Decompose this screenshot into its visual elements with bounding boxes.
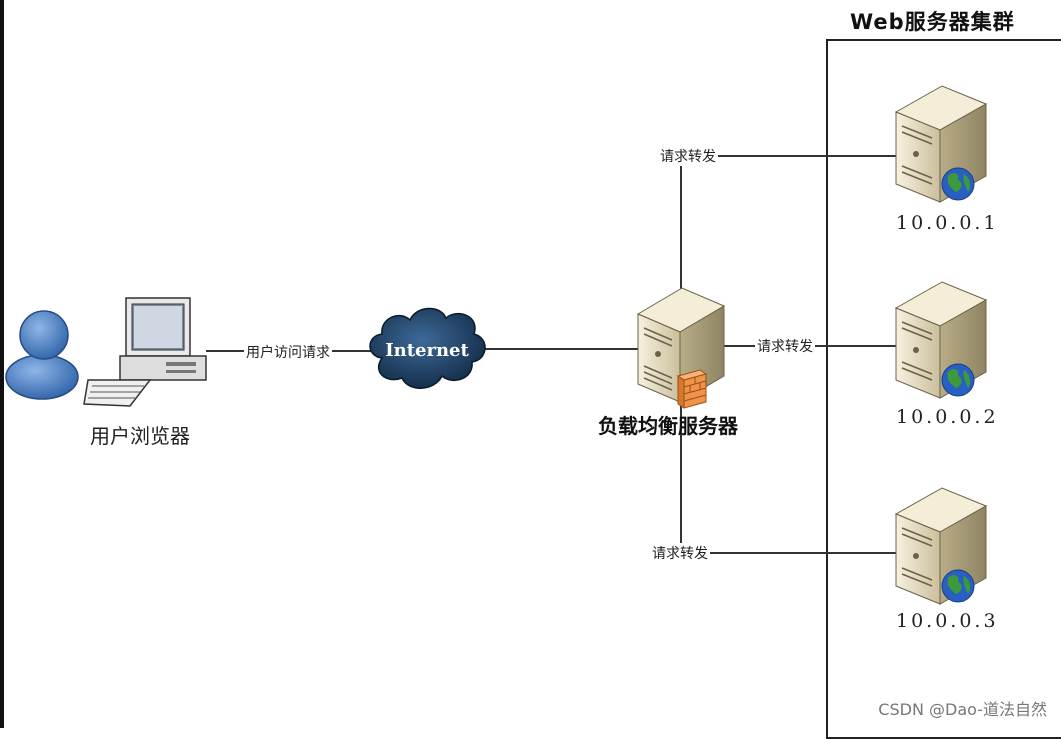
- cluster-title: Web服务器集群: [850, 10, 1015, 34]
- server-icon-2: [894, 281, 988, 399]
- user-browser-label: 用户浏览器: [90, 424, 190, 448]
- user-icon: [5, 310, 79, 400]
- watermark: CSDN @Dao-道法自然: [878, 700, 1047, 719]
- line-to-server-1: [680, 155, 902, 157]
- server-ip-1: 10.0.0.1: [896, 212, 999, 234]
- line-to-server-3: [680, 552, 902, 554]
- cloud-icon: [369, 307, 486, 389]
- cloud-label: Internet: [385, 340, 469, 361]
- load-balancer-label: 负载均衡服务器: [598, 414, 738, 438]
- forward-label-2: 请求转发: [755, 336, 815, 356]
- request-label: 用户访问请求: [244, 342, 332, 362]
- left-border: [0, 0, 4, 728]
- server-ip-2: 10.0.0.2: [896, 406, 999, 428]
- server-icon-3: [894, 487, 988, 605]
- computer-icon: [83, 297, 207, 407]
- line-cloud-to-lb: [484, 348, 640, 350]
- forward-label-3: 请求转发: [650, 543, 710, 563]
- server-icon-1: [894, 85, 988, 203]
- firewall-icon: [676, 369, 708, 409]
- server-ip-3: 10.0.0.3: [896, 610, 999, 632]
- forward-label-1: 请求转发: [658, 146, 718, 166]
